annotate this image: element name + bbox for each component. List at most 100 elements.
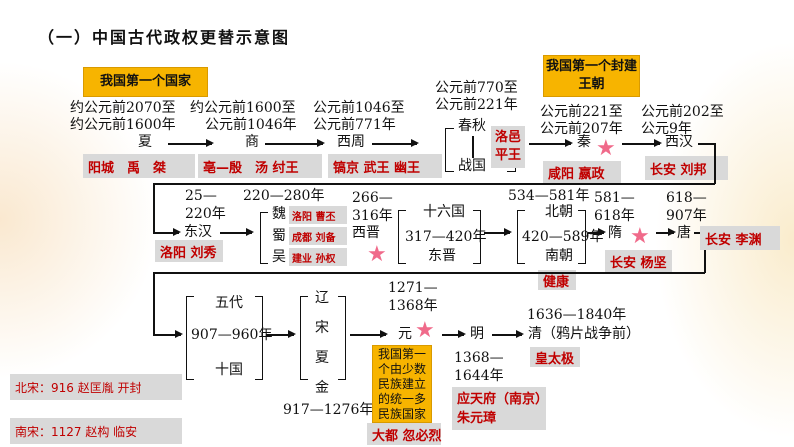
- shang-date-start: 约公元前1600至: [190, 100, 296, 116]
- ming-date-start: 1368—: [454, 350, 504, 366]
- dongjin-name: 东晋: [428, 248, 456, 264]
- sui-date-end: 618年: [594, 208, 635, 224]
- wudai-name: 五代: [215, 295, 243, 311]
- chunqiu-name: 春秋: [458, 118, 486, 134]
- xizhou-name: 西周: [337, 134, 365, 150]
- arrow: [265, 140, 325, 146]
- wu-label: 建业 孙权: [289, 248, 347, 266]
- qin-date-end: 公元前207年: [540, 121, 623, 137]
- shang-label: 亳—殷 汤 纣王: [198, 154, 322, 178]
- arrow: [622, 140, 662, 146]
- note-line: 的统一多: [377, 391, 426, 406]
- connector: [153, 272, 155, 335]
- song-name: 宋: [315, 320, 329, 336]
- shiguo-name: 十国: [215, 362, 243, 378]
- chunqiu-date-end: 公元前221年: [435, 97, 518, 113]
- bracket: [473, 210, 481, 264]
- note-line: 个由少数: [377, 361, 426, 376]
- tang-label: 长安 李渊: [700, 226, 780, 250]
- note-line: 民族建立: [377, 376, 426, 391]
- wu-name: 吴: [272, 249, 286, 265]
- sui-name: 隋: [608, 225, 622, 241]
- donghan-label: 洛阳 刘秀: [155, 240, 223, 262]
- bracket: [398, 210, 406, 264]
- nanchao-name: 南朝: [545, 248, 573, 264]
- donghan-date-end: 220年: [185, 206, 226, 222]
- arrow: [266, 331, 296, 337]
- nansong-note: 南宋：1127 赵构 临安: [10, 418, 182, 444]
- beichao-date: 534—581年: [508, 188, 590, 204]
- arrow: [484, 229, 512, 235]
- connector: [698, 143, 715, 145]
- connector: [694, 232, 700, 234]
- xia-date-start: 约公元前2070至: [70, 100, 176, 116]
- qin-date-start: 公元前221至: [540, 104, 623, 120]
- star-icon: ★: [367, 242, 387, 267]
- note-first-feudal: 我国第一个封建王朝: [543, 55, 640, 97]
- star-icon: ★: [630, 224, 650, 249]
- bracket: [517, 210, 525, 264]
- xizhou-date-start: 公元前1046至: [313, 100, 405, 116]
- xihan-label: 长安 刘邦: [645, 156, 728, 180]
- sunflower-bg-left: [0, 60, 160, 380]
- arrow: [492, 331, 524, 337]
- note-first-minority: 我国第一 个由少数 民族建立 的统一多 民族国家: [372, 345, 432, 423]
- nanchao-label: 健康: [538, 270, 576, 290]
- arrow: [372, 140, 419, 146]
- connector: [153, 183, 155, 233]
- yuan-name: 元: [398, 326, 412, 342]
- page-title: （一）中国古代政权更替示意图: [38, 28, 291, 47]
- bracket: [445, 128, 454, 172]
- bracket: [338, 296, 346, 380]
- ming-name: 明: [470, 326, 484, 342]
- bracket: [260, 212, 268, 264]
- tang-date-start: 618—: [666, 190, 707, 206]
- xia-date-end: 约公元前1600年: [70, 117, 176, 133]
- qing-name: 清（鸦片战争前）: [528, 326, 640, 342]
- xizhou-date-end: 公元前771年: [313, 117, 396, 133]
- sui-date-start: 581—: [594, 190, 635, 206]
- note-first-state: 我国第一个国家: [83, 67, 208, 97]
- qin-name: 秦: [577, 134, 591, 150]
- connector: [153, 183, 715, 185]
- arrow: [656, 229, 676, 235]
- qing-label: 皇太极: [530, 347, 580, 367]
- dongjin-date: 317—420年: [405, 229, 487, 245]
- shu-label: 成都 刘备: [289, 227, 347, 245]
- arrow: [529, 140, 573, 146]
- ming-date-end: 1644年: [454, 368, 504, 384]
- xijin-name: 西晋: [352, 225, 380, 241]
- jin-name: 金: [315, 380, 329, 396]
- wudai-date: 907—960年: [191, 327, 273, 343]
- yuan-date-start: 1271—: [388, 280, 438, 296]
- bracket: [186, 296, 194, 380]
- tang-date-end: 907年: [666, 208, 707, 224]
- connector: [153, 272, 705, 274]
- note-line: 我国第一: [377, 346, 426, 361]
- ming-founder: 朱元璋: [457, 410, 497, 426]
- liao-name: 辽: [315, 290, 329, 306]
- xia-label: 阳城 禹 桀: [83, 154, 195, 178]
- shu-name: 蜀: [272, 228, 286, 244]
- beichao-name: 北朝: [545, 204, 573, 220]
- qing-date: 1636—1840年: [527, 307, 627, 323]
- wei-name: 魏: [272, 206, 286, 222]
- shiliuguo-name: 十六国: [423, 204, 465, 220]
- xijin-date-end: 316年: [352, 208, 393, 224]
- yuan-label: 大都 忽必烈: [367, 423, 442, 445]
- xihan-name: 西汉: [665, 134, 693, 150]
- tang-name: 唐: [677, 225, 691, 241]
- zhanguo-name: 战国: [458, 158, 486, 174]
- arrow-down: [472, 136, 474, 158]
- xihan-date-start: 公元前202至: [641, 104, 724, 120]
- ming-label: 应天府（南京）朱元璋: [452, 387, 548, 430]
- arrow: [153, 229, 181, 235]
- bracket: [300, 296, 308, 380]
- bracket: [578, 210, 586, 264]
- xizhou-label: 镐京 武王 幽王: [328, 154, 442, 178]
- luoyi-label: 洛邑平王: [491, 126, 525, 168]
- star-icon: ★: [415, 318, 435, 343]
- xijin-date-start: 266—: [352, 190, 393, 206]
- nanchao-date: 420—589年: [522, 229, 604, 245]
- beisong-note: 北宋：916 赵匡胤 开封: [10, 374, 182, 400]
